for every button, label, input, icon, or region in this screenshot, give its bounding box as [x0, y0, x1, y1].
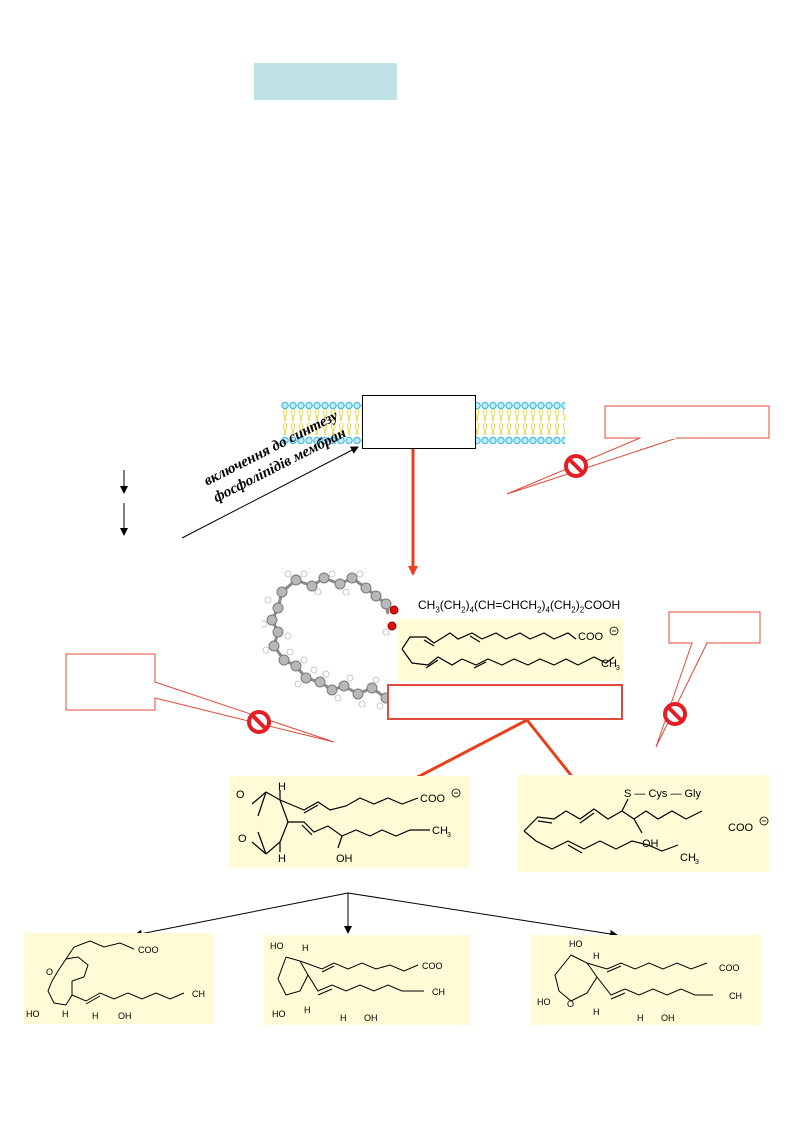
svg-text:CH: CH — [192, 989, 205, 999]
svg-text:H: H — [340, 1013, 347, 1023]
svg-text:H: H — [593, 1007, 600, 1017]
inhibition-icon — [247, 710, 271, 734]
svg-text:S — Cys — Gly: S — Cys — Gly — [624, 788, 702, 800]
svg-text:H: H — [278, 781, 286, 793]
pgh2-structure: O O H H COO CH 3 OH — [230, 776, 470, 868]
inhibition-icon — [564, 454, 588, 478]
svg-text:H: H — [278, 853, 286, 865]
coo-label: COO — [578, 631, 604, 643]
branch-enzyme-box — [387, 684, 623, 720]
pgf2a-structure: HO H COO CH HO H H OH — [264, 935, 470, 1025]
svg-text:CH: CH — [432, 825, 448, 837]
ltd4-structure: S — Cys — Gly COO OH CH 3 — [518, 775, 769, 872]
svg-text:HO: HO — [270, 941, 284, 951]
svg-text:3: 3 — [447, 832, 451, 839]
svg-text:O: O — [238, 833, 247, 845]
svg-text:H: H — [92, 1011, 99, 1021]
arachidonic-acid-3d-model-icon — [262, 570, 399, 710]
ch3-label: CH — [601, 658, 617, 670]
svg-text:O: O — [567, 999, 574, 1009]
svg-text:COO: COO — [728, 822, 754, 834]
svg-text:COO: COO — [138, 945, 159, 955]
svg-text:COO: COO — [719, 963, 740, 973]
thromboxane-structure: HO H COO CH HO O H H OH — [531, 935, 761, 1025]
svg-text:O: O — [236, 789, 245, 801]
svg-text:OH: OH — [364, 1013, 378, 1023]
arachidonic-acid-formula: CH3(CH2)4(CH=CHCH2)4(CH2)2COOH — [418, 598, 621, 615]
svg-text:COO: COO — [422, 961, 443, 971]
svg-text:3: 3 — [695, 859, 699, 866]
svg-text:O: O — [46, 967, 53, 977]
inhibition-icon — [663, 702, 687, 726]
callout-right-mid — [655, 611, 761, 748]
svg-text:CH: CH — [432, 987, 445, 997]
svg-text:OH: OH — [661, 1013, 675, 1023]
membrane-enzyme-box — [362, 395, 476, 449]
prostacyclin-structure: O COO CH HO H H OH — [24, 933, 214, 1024]
svg-text:OH: OH — [336, 853, 353, 865]
incorporation-arrow — [181, 446, 359, 539]
svg-text:CH: CH — [729, 991, 742, 1001]
svg-text:HO: HO — [26, 1009, 40, 1019]
svg-text:HO: HO — [272, 1009, 286, 1019]
svg-text:H: H — [62, 1009, 69, 1019]
svg-text:HO: HO — [537, 997, 551, 1007]
arachidonic-acid-structure: COO CH 3 — [398, 619, 623, 681]
svg-text:3: 3 — [616, 665, 620, 672]
svg-text:H: H — [637, 1013, 644, 1023]
svg-text:H: H — [302, 943, 309, 953]
svg-text:COO: COO — [420, 793, 446, 805]
title-box — [254, 63, 397, 100]
svg-text:CH: CH — [680, 852, 696, 864]
svg-text:OH: OH — [118, 1011, 132, 1021]
branch-arrow-left — [134, 892, 349, 938]
callout-right-top — [506, 405, 770, 495]
svg-text:HO: HO — [569, 939, 583, 949]
svg-text:H: H — [593, 951, 600, 961]
svg-text:OH: OH — [642, 838, 659, 850]
branch-arrow-right — [347, 892, 618, 938]
callout-left — [65, 653, 335, 743]
svg-text:H: H — [304, 1005, 311, 1015]
